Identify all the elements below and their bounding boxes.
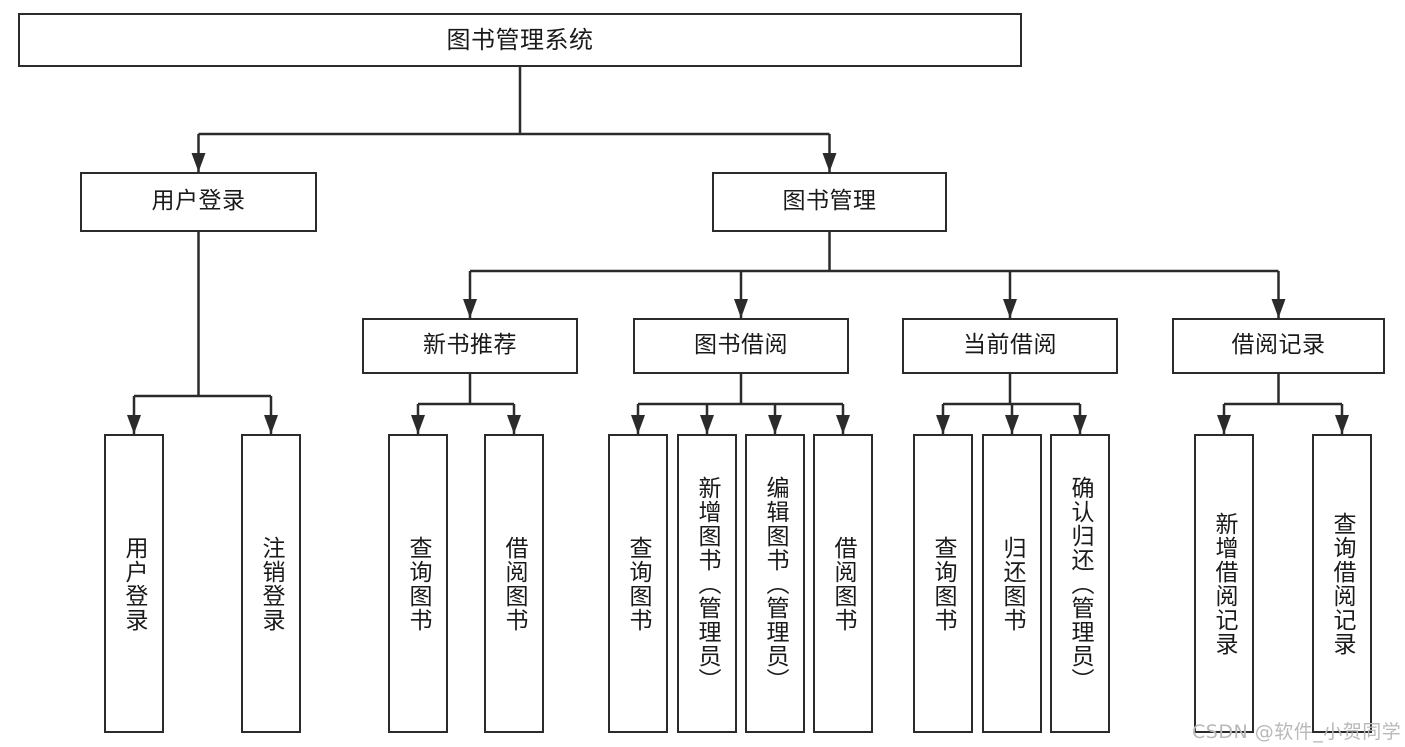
arrow-head-icon bbox=[1073, 415, 1087, 434]
node-label-root: 图书管理系统 bbox=[446, 25, 594, 54]
node-book-borrow[interactable]: 图书借阅 bbox=[633, 318, 849, 374]
node-label-leaf-br-add: 新增借阅记录 bbox=[1211, 511, 1238, 656]
node-new-book-rec[interactable]: 新书推荐 bbox=[362, 318, 578, 374]
node-label-leaf-user-logout: 注销登录 bbox=[258, 535, 285, 632]
node-label-leaf-cb-confirm: 确认归还（管理员） bbox=[1067, 475, 1094, 692]
arrow-head-icon bbox=[191, 153, 206, 172]
node-label-leaf-cb-query: 查询图书 bbox=[930, 535, 957, 632]
node-leaf-cb-query[interactable]: 查询图书 bbox=[913, 434, 973, 733]
arrow-head-icon bbox=[463, 299, 477, 318]
node-current-borrow[interactable]: 当前借阅 bbox=[902, 318, 1118, 374]
node-label-leaf-br-query: 查询借阅记录 bbox=[1329, 511, 1356, 656]
node-leaf-cb-return[interactable]: 归还图书 bbox=[982, 434, 1042, 733]
node-label-leaf-rec-query: 查询图书 bbox=[405, 535, 432, 632]
node-leaf-bb-edit[interactable]: 编辑图书（管理员） bbox=[745, 434, 805, 733]
arrow-head-icon bbox=[1335, 415, 1349, 434]
node-leaf-cb-confirm[interactable]: 确认归还（管理员） bbox=[1050, 434, 1110, 733]
node-leaf-user-login[interactable]: 用户登录 bbox=[104, 434, 164, 733]
node-leaf-bb-add[interactable]: 新增图书（管理员） bbox=[677, 434, 737, 733]
arrow-head-icon bbox=[631, 415, 645, 434]
arrow-head-icon bbox=[768, 415, 782, 434]
node-user-login[interactable]: 用户登录 bbox=[80, 172, 317, 232]
arrow-head-icon bbox=[1271, 299, 1286, 318]
arrow-head-icon bbox=[411, 415, 425, 434]
arrow-head-icon bbox=[1003, 299, 1017, 318]
node-leaf-rec-borrow[interactable]: 借阅图书 bbox=[484, 434, 544, 733]
node-label-borrow-record: 借阅记录 bbox=[1231, 332, 1326, 359]
node-label-new-book-rec: 新书推荐 bbox=[423, 332, 517, 359]
node-root[interactable]: 图书管理系统 bbox=[18, 13, 1022, 67]
arrow-head-icon bbox=[507, 415, 521, 434]
node-label-leaf-bb-borrow: 借阅图书 bbox=[830, 535, 857, 632]
node-leaf-br-add[interactable]: 新增借阅记录 bbox=[1194, 434, 1254, 733]
arrow-head-icon bbox=[936, 415, 950, 434]
arrow-head-icon bbox=[127, 415, 141, 434]
node-label-user-login: 用户登录 bbox=[151, 188, 246, 215]
node-borrow-record[interactable]: 借阅记录 bbox=[1172, 318, 1385, 374]
node-label-book-borrow: 图书借阅 bbox=[694, 332, 788, 359]
arrow-head-icon bbox=[1005, 415, 1019, 434]
node-label-leaf-cb-return: 归还图书 bbox=[999, 535, 1026, 632]
node-book-manage[interactable]: 图书管理 bbox=[712, 172, 947, 232]
arrow-head-icon bbox=[1217, 415, 1231, 434]
arrow-head-icon bbox=[264, 415, 278, 434]
node-label-leaf-rec-borrow: 借阅图书 bbox=[501, 535, 528, 632]
node-label-leaf-bb-edit: 编辑图书（管理员） bbox=[762, 475, 789, 692]
node-label-leaf-user-login: 用户登录 bbox=[121, 535, 148, 632]
node-leaf-bb-borrow[interactable]: 借阅图书 bbox=[813, 434, 873, 733]
arrow-head-icon bbox=[836, 415, 850, 434]
node-label-leaf-bb-add: 新增图书（管理员） bbox=[694, 475, 721, 692]
arrow-head-icon bbox=[822, 153, 837, 172]
watermark-text: CSDN @软件_小贺同学 bbox=[1192, 721, 1402, 743]
node-leaf-user-logout[interactable]: 注销登录 bbox=[241, 434, 301, 733]
node-label-leaf-bb-query: 查询图书 bbox=[625, 535, 652, 632]
node-label-book-manage: 图书管理 bbox=[782, 188, 877, 215]
node-leaf-rec-query[interactable]: 查询图书 bbox=[388, 434, 448, 733]
node-leaf-br-query[interactable]: 查询借阅记录 bbox=[1312, 434, 1372, 733]
node-leaf-bb-query[interactable]: 查询图书 bbox=[608, 434, 668, 733]
arrow-head-icon bbox=[700, 415, 714, 434]
arrow-head-icon bbox=[734, 299, 748, 318]
node-label-current-borrow: 当前借阅 bbox=[963, 332, 1057, 359]
